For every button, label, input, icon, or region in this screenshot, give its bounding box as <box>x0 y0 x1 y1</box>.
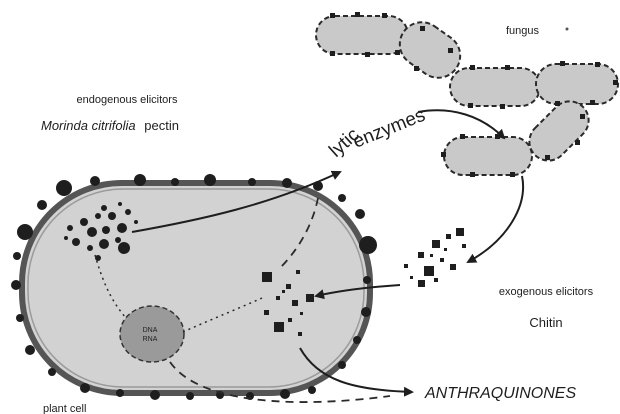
endogenous-elicitors-label: endogenous elicitors <box>77 94 178 106</box>
arrow-lytic-to-fungus <box>418 110 504 138</box>
chitin-label: Chitin <box>529 315 562 330</box>
fungus-cell <box>444 137 532 175</box>
cell-wall <box>22 183 370 393</box>
arrow-fungus-to-chitin <box>468 176 523 262</box>
pectin-word: pectin <box>144 118 179 133</box>
pectin-species: Morinda citrifolia <box>41 118 136 133</box>
fungus-cell <box>536 64 618 104</box>
plant-cell <box>22 183 370 393</box>
nucleus <box>120 306 184 362</box>
fungus-label: fungus <box>506 25 540 37</box>
exogenous-elicitors-label: exogenous elicitors <box>499 286 594 298</box>
fungus-cell <box>316 16 408 54</box>
plant-cell-label: plant cell <box>43 403 86 414</box>
fungus-label-dot <box>566 28 569 31</box>
dna-label: DNA <box>143 327 158 334</box>
pectin-label: Morinda citrifolia pectin <box>41 118 179 133</box>
rna-label: RNA <box>143 336 158 343</box>
enzymes-label: enzymes <box>350 105 428 153</box>
chitin-fragments-exogenous <box>404 228 466 287</box>
anthraquinones-label: ANTHRAQUINONES <box>424 385 576 402</box>
fungus-cell <box>450 68 540 106</box>
